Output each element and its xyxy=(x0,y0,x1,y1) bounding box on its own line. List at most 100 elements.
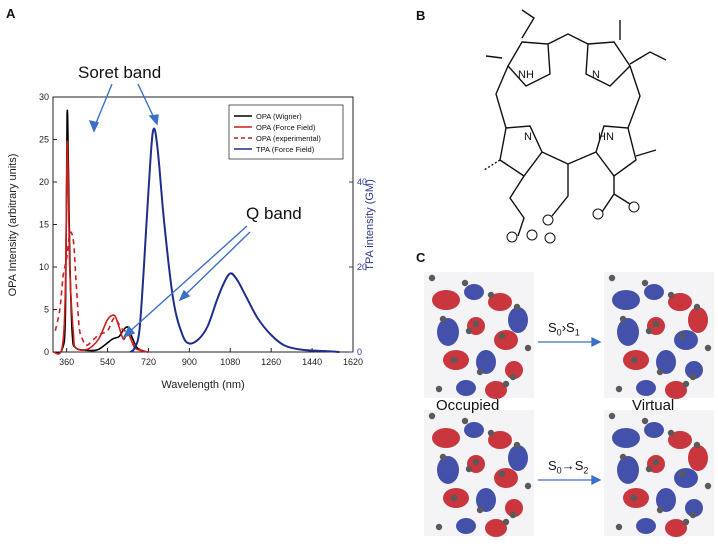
x-tick-label: 540 xyxy=(100,357,115,367)
atom-sphere xyxy=(608,412,616,420)
x-tick-label: 900 xyxy=(182,357,197,367)
atom-sphere xyxy=(461,279,469,287)
orbital-lobe xyxy=(656,350,676,374)
y-right-tick-label: 40 xyxy=(357,177,367,187)
orbital-lobe xyxy=(437,318,459,346)
orbital-lobe xyxy=(505,361,523,379)
atom-sphere xyxy=(693,441,701,449)
orbital-lobe xyxy=(485,381,507,399)
atom-sphere xyxy=(689,511,697,519)
propionate-chain-mid xyxy=(551,164,569,217)
atom-sphere xyxy=(439,453,447,461)
pyrrole-ring-sw xyxy=(499,125,543,177)
q-arrow-right xyxy=(182,231,251,298)
atom-sphere xyxy=(615,523,623,531)
orbital-lobe xyxy=(674,330,698,350)
orbital-image-2 xyxy=(424,410,534,537)
transition-label-s0-s1: S0›S1 xyxy=(548,320,580,338)
orbital-lobe xyxy=(656,488,676,512)
svg-text:HN: HN xyxy=(598,131,614,143)
x-tick-label: 1260 xyxy=(261,357,281,367)
atom-sphere xyxy=(472,458,480,466)
orbital-lobe xyxy=(476,488,496,512)
y-left-tick-label: 20 xyxy=(39,177,49,187)
y-left-tick-label: 5 xyxy=(44,305,49,315)
orbital-lobe xyxy=(437,456,459,484)
legend-tpa-ff: TPA (Force Field) xyxy=(256,145,315,154)
virtual-label: Virtual xyxy=(632,397,675,414)
q-arrowhead-left xyxy=(122,325,136,339)
orbital-lobe xyxy=(464,422,484,438)
y-right-tick-label: 20 xyxy=(357,262,367,272)
atom-sphere xyxy=(465,327,473,335)
x-tick-label: 1080 xyxy=(220,357,240,367)
atom-sphere xyxy=(509,373,517,381)
meso-bridge-top xyxy=(547,33,589,45)
orbital-image-0 xyxy=(424,272,534,399)
orbital-lobe xyxy=(456,518,476,534)
orbital-lobe xyxy=(494,330,518,350)
atom-sphere xyxy=(461,417,469,425)
atom-sphere xyxy=(524,482,532,490)
pyrrole-ring-nw xyxy=(507,41,551,87)
y-left-tick-label: 15 xyxy=(39,220,49,230)
y-left-tick-label: 0 xyxy=(44,347,49,357)
atom-sphere xyxy=(472,320,480,328)
atom-sphere xyxy=(615,385,623,393)
y-right-axis-label: TPA intensity (GM) xyxy=(364,179,376,270)
atom-sphere xyxy=(656,368,664,376)
q-band-annotation: Q band xyxy=(246,204,302,223)
atom-sphere xyxy=(704,482,712,490)
atom-sphere xyxy=(678,332,686,340)
atom-sphere xyxy=(435,523,443,531)
atom-sphere xyxy=(524,344,532,352)
atom-sphere xyxy=(498,470,506,478)
x-tick-label: 360 xyxy=(59,357,74,367)
y-left-tick-label: 25 xyxy=(39,135,49,145)
x-tick-label: 1440 xyxy=(302,357,322,367)
atom-sphere xyxy=(656,506,664,514)
atom-sphere xyxy=(513,441,521,449)
atom-sphere xyxy=(682,380,690,388)
atom-sphere xyxy=(428,412,436,420)
panel-c-label: C xyxy=(416,250,426,265)
orbital-lobe xyxy=(665,381,687,399)
orbital-lobe xyxy=(617,318,639,346)
meso-bridge-right xyxy=(627,65,641,129)
transition-label-s0-s2: S0→S2 xyxy=(548,458,589,476)
atom-sphere xyxy=(693,303,701,311)
svg-text:N: N xyxy=(592,69,600,81)
legend-opa-exp: OPA (experimental) xyxy=(256,134,321,143)
orbital-lobe xyxy=(505,499,523,517)
orbital-lobe xyxy=(685,361,703,379)
soret-arrowhead-left xyxy=(88,119,100,133)
atom-sphere xyxy=(689,373,697,381)
molecular-structure: NH N N HN xyxy=(483,9,667,244)
orbital-lobe xyxy=(488,431,512,449)
orbital-lobe xyxy=(485,519,507,537)
atom-sphere xyxy=(619,453,627,461)
orbital-lobe xyxy=(432,428,460,448)
orbital-image-3 xyxy=(604,410,714,537)
panel-a-label: A xyxy=(6,6,16,21)
y-left-tick-label: 10 xyxy=(39,262,49,272)
orbital-lobe xyxy=(644,422,664,438)
vinyl-bond xyxy=(521,9,535,39)
svg-text:NH: NH xyxy=(518,69,534,81)
atom-sphere xyxy=(667,291,675,299)
atom-sphere xyxy=(487,429,495,437)
orbital-lobe xyxy=(636,380,656,396)
orbital-lobe xyxy=(488,293,512,311)
orbital-lobe xyxy=(612,290,640,310)
orbital-lobe xyxy=(688,445,708,471)
atom-sphere xyxy=(476,368,484,376)
orbital-lobe xyxy=(508,445,528,471)
legend-opa-wigner: OPA (Wigner) xyxy=(256,112,302,121)
orbital-lobe xyxy=(668,293,692,311)
orbital-lobe xyxy=(476,350,496,374)
panel-b-label: B xyxy=(416,8,426,23)
atom-sphere xyxy=(641,279,649,287)
orbital-lobe xyxy=(688,307,708,333)
atom-sphere xyxy=(465,465,473,473)
